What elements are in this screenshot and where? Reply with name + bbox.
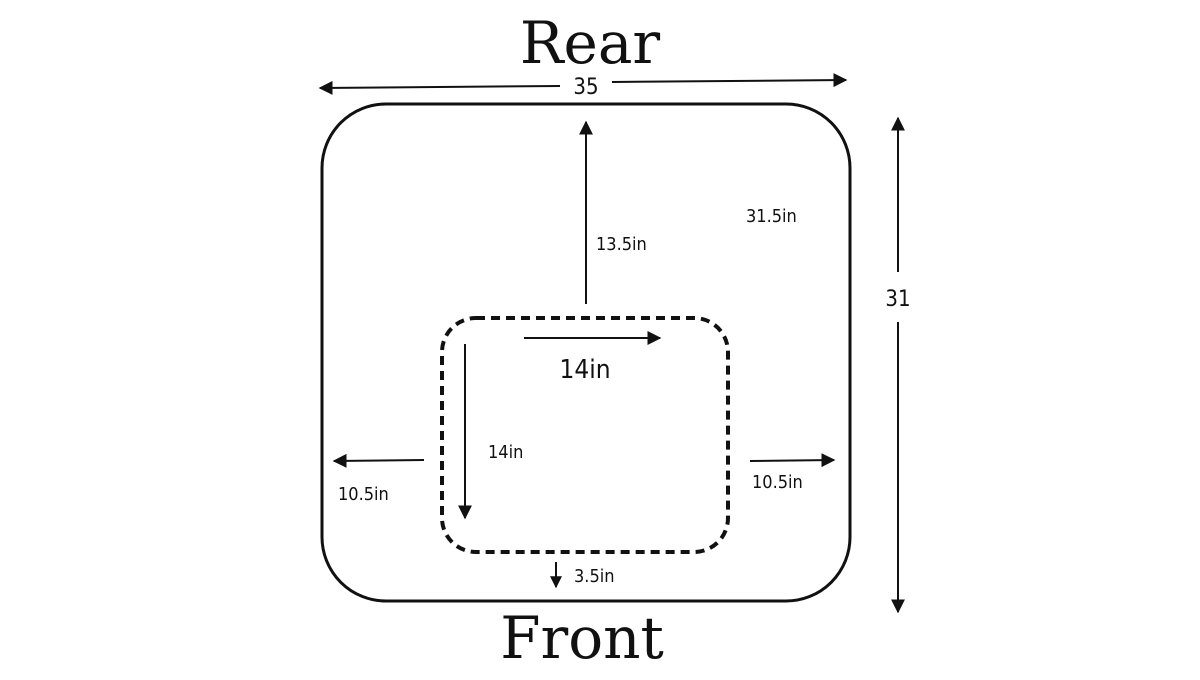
corner-width-label: 31.5in bbox=[746, 206, 797, 227]
depth-total-label: 31 bbox=[885, 287, 910, 312]
right-margin-label: 10.5in bbox=[752, 472, 803, 493]
cutout-outline bbox=[440, 316, 730, 554]
mat-outline bbox=[320, 102, 852, 603]
left-margin-label: 10.5in bbox=[338, 484, 389, 505]
cutout-depth-label: 14in bbox=[488, 442, 523, 463]
width-arrow-left bbox=[318, 80, 561, 95]
width-total-label: 35 bbox=[573, 75, 598, 100]
left-margin-arrow bbox=[332, 453, 425, 468]
front-margin-label: 3.5in bbox=[574, 566, 615, 587]
to-rear-label: 13.5in bbox=[596, 234, 647, 255]
rear-label: Rear bbox=[520, 9, 661, 77]
front-label: Front bbox=[500, 604, 664, 672]
right-margin-arrow bbox=[749, 453, 836, 468]
width-arrow-right bbox=[611, 73, 848, 88]
cutout-width-label: 14in bbox=[559, 355, 610, 385]
